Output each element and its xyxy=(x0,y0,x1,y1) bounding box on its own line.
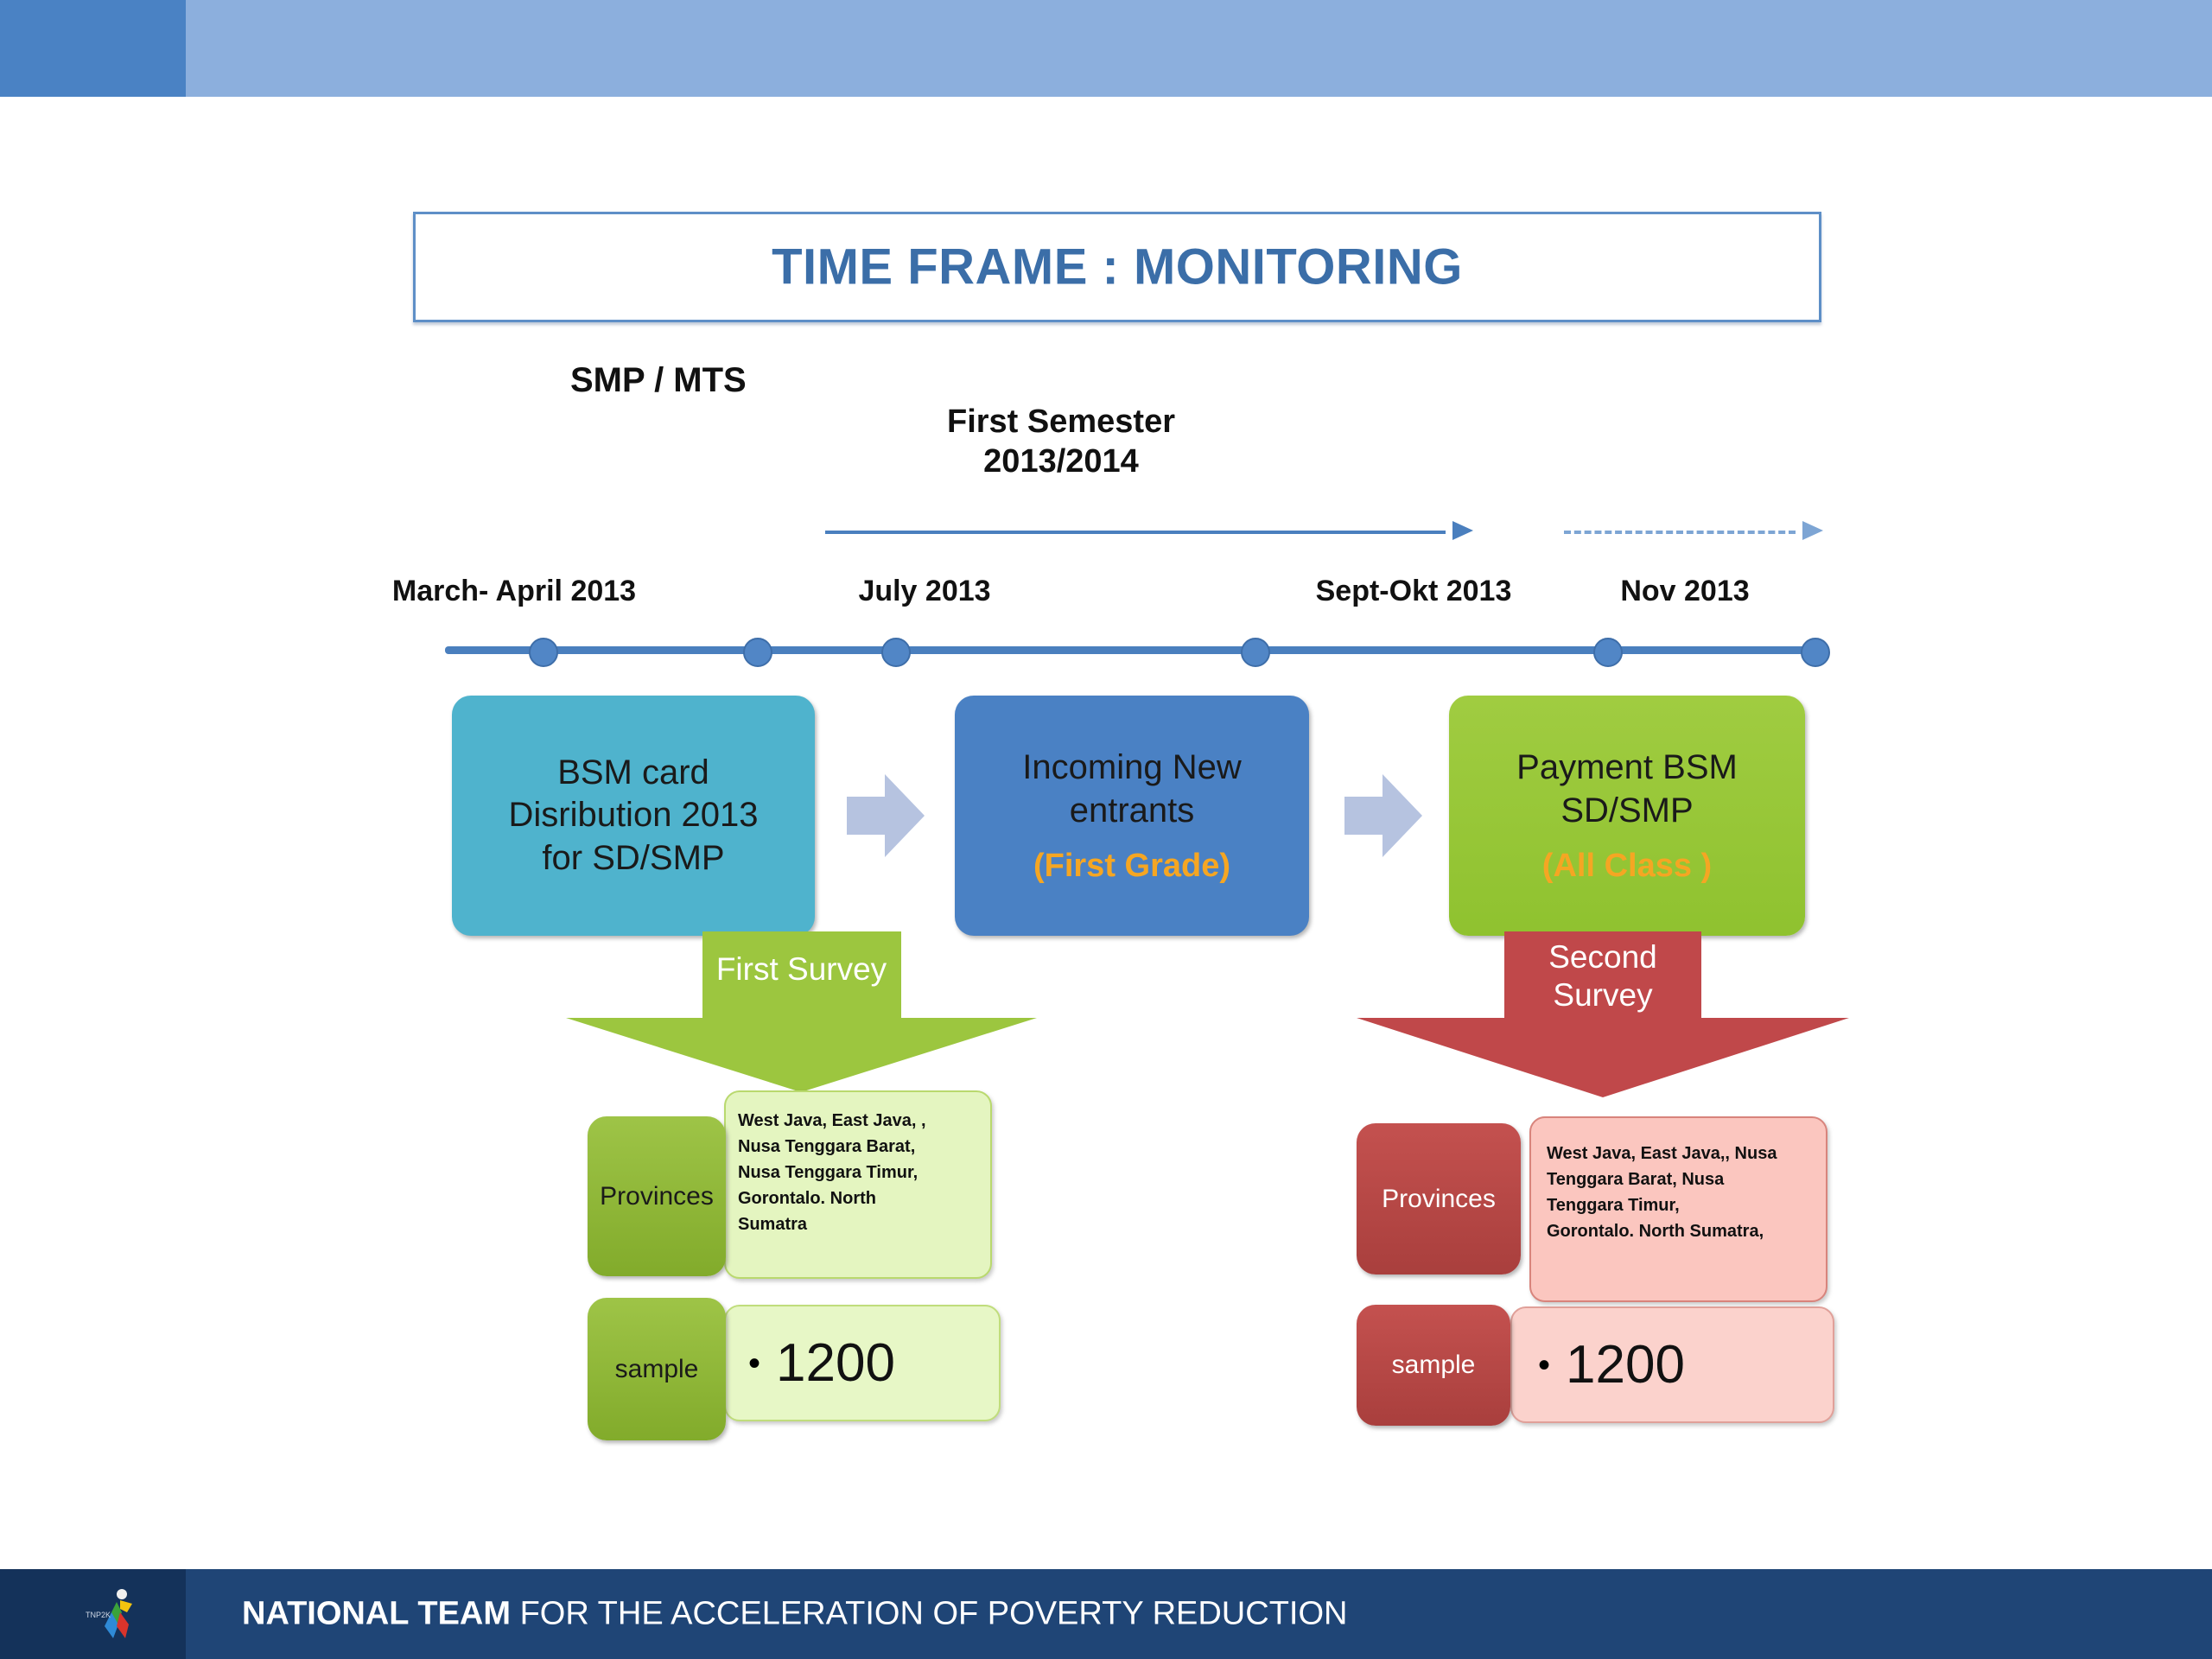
arrow-shaft xyxy=(702,931,901,1025)
flow-chevron-icon xyxy=(847,774,925,857)
first-survey-down-arrow: First Survey xyxy=(566,931,1037,1092)
arrow-shaft xyxy=(1504,931,1701,1025)
first-survey-sample-panel: • 1200 xyxy=(724,1305,1001,1421)
timeline-milestone-dot xyxy=(1241,638,1270,667)
stage-box-payment-bsm[interactable]: Payment BSM SD/SMP (All Class ) xyxy=(1449,696,1805,936)
second-survey-provinces-text: West Java, East Java,, Nusa Tenggara Bar… xyxy=(1547,1144,1777,1241)
stage-box-title: Payment BSM SD/SMP xyxy=(1516,747,1738,830)
footer-bar: TNP2K NATIONAL TEAM FOR THE ACCELERATION… xyxy=(0,1569,2212,1659)
timeline-milestone-dot xyxy=(529,638,558,667)
footer-bold-text: NATIONAL TEAM xyxy=(242,1595,512,1632)
stage-box-bsm-card-distribution[interactable]: BSM card Disribution 2013 for SD/SMP xyxy=(452,696,815,936)
first-survey-sample-tag: sample xyxy=(588,1298,726,1440)
page-title: TIME FRAME : MONITORING xyxy=(772,238,1463,296)
footer-title: NATIONAL TEAM FOR THE ACCELERATION OF PO… xyxy=(242,1596,1347,1633)
bullet-icon: • xyxy=(748,1344,761,1382)
first-survey-sample-value: 1200 xyxy=(776,1333,895,1393)
slide-title-box: TIME FRAME : MONITORING xyxy=(413,212,1821,322)
semester-span-arrow xyxy=(825,521,1473,540)
semester-label-line1: First Semester xyxy=(946,404,1175,440)
stage-box-incoming-new-entrants[interactable]: Incoming New entrants (First Grade) xyxy=(955,696,1309,936)
svg-text:TNP2K: TNP2K xyxy=(86,1611,111,1619)
timeline-group-label: SMP / MTS xyxy=(570,361,747,399)
semester-label-line2: 2013/2014 xyxy=(983,443,1139,480)
timeline-milestone-dot xyxy=(1801,638,1830,667)
arrow-head-icon xyxy=(1452,521,1473,540)
chevron-tip xyxy=(885,774,925,857)
first-survey-provinces-tag: Provinces xyxy=(588,1116,726,1276)
stage-box-title: BSM card Disribution 2013 for SD/SMP xyxy=(508,753,759,877)
chevron-tip xyxy=(1382,774,1422,857)
second-survey-provinces-panel: West Java, East Java,, Nusa Tenggara Bar… xyxy=(1529,1116,1827,1302)
second-survey-sample-value: 1200 xyxy=(1566,1335,1685,1395)
second-survey-down-arrow: Second Survey xyxy=(1357,931,1849,1104)
second-survey-sample-panel: • 1200 xyxy=(1510,1306,1834,1423)
timeline-date-label: Nov 2013 xyxy=(1620,575,1750,607)
dashed-arrow-line xyxy=(1564,531,1796,534)
stage-box-subtitle: (First Grade) xyxy=(1033,848,1231,885)
timeline-track xyxy=(445,638,1830,667)
timeline-milestone-dot xyxy=(881,638,911,667)
arrow-head-icon xyxy=(566,1018,1037,1092)
bullet-icon: • xyxy=(1538,1345,1551,1384)
second-survey-label: Second Survey xyxy=(1548,939,1657,1013)
semester-label: First Semester 2013/2014 xyxy=(923,402,1199,482)
arrow-head-icon xyxy=(1357,1018,1849,1097)
footer-accent-block: TNP2K xyxy=(0,1569,186,1659)
tnp2k-logo-icon: TNP2K xyxy=(86,1589,132,1638)
chevron-stem xyxy=(1344,797,1386,835)
timeline-date-label: July 2013 xyxy=(858,575,991,607)
top-bar-accent-block xyxy=(0,0,186,97)
first-survey-provinces-panel: West Java, East Java, , Nusa Tenggara Ba… xyxy=(724,1090,992,1279)
flow-chevron-icon xyxy=(1344,774,1422,857)
top-decorative-bar xyxy=(0,0,2212,97)
timeline-milestone-dot xyxy=(1593,638,1623,667)
footer-rest-text: FOR THE ACCELERATION OF POVERTY REDUCTIO… xyxy=(519,1595,1348,1632)
timeline-date-label: March- April 2013 xyxy=(391,575,637,607)
stage-box-subtitle: (All Class ) xyxy=(1541,848,1713,885)
timeline-date-label: Sept-Okt 2013 xyxy=(1315,575,1512,607)
chevron-stem xyxy=(847,797,888,835)
timeline-line xyxy=(445,646,1827,654)
dashed-continuation-arrow xyxy=(1564,521,1823,540)
arrow-head-icon xyxy=(1802,521,1823,540)
second-survey-provinces-tag: Provinces xyxy=(1357,1123,1521,1274)
stage-box-title: Incoming New entrants xyxy=(1022,747,1242,830)
first-survey-label: First Survey xyxy=(715,951,887,987)
timeline-milestone-dot xyxy=(743,638,772,667)
semester-span-arrow-line xyxy=(825,531,1446,534)
second-survey-sample-tag: sample xyxy=(1357,1305,1510,1426)
first-survey-provinces-text: West Java, East Java, , Nusa Tenggara Ba… xyxy=(738,1111,926,1234)
